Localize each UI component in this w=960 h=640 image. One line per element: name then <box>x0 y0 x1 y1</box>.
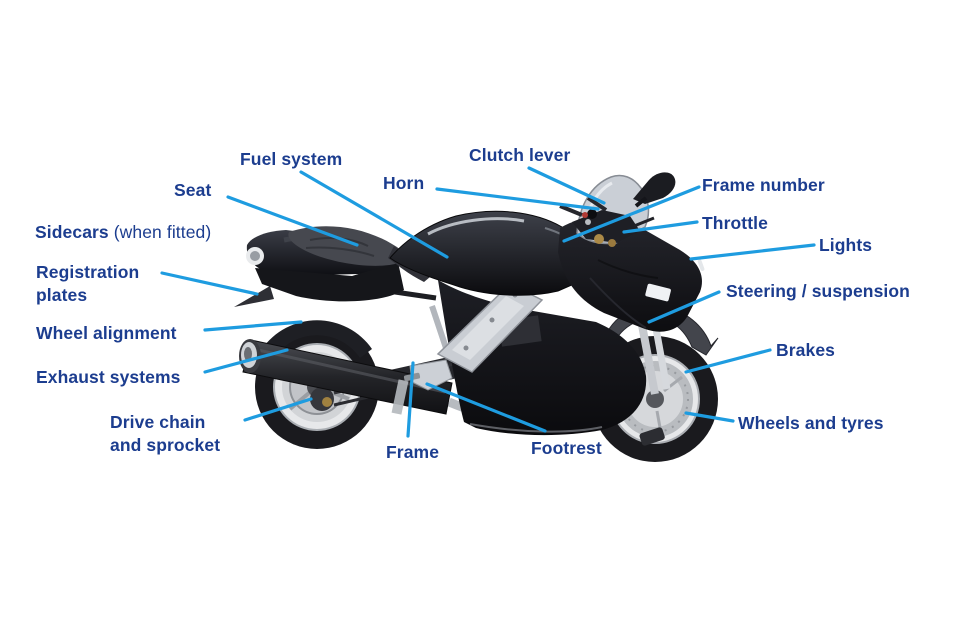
leader-line-horn <box>435 187 600 211</box>
part-label-line: Frame number <box>702 174 825 197</box>
part-label-line: Frame <box>386 441 439 464</box>
part-label-wheel-alignment: Wheel alignment <box>36 322 177 345</box>
part-label-sidecars: Sidecars (when fitted) <box>35 221 211 244</box>
part-label-horn: Horn <box>383 172 424 195</box>
part-label-frame-number: Frame number <box>702 174 825 197</box>
leader-line-exhaust-systems <box>203 348 289 374</box>
clutch-lever-part <box>559 204 583 217</box>
rear-fender-spike <box>234 286 274 307</box>
part-label-text: Fuel system <box>240 149 343 169</box>
part-label-text: (when fitted) <box>108 222 212 242</box>
part-label-text: Wheel alignment <box>36 323 177 343</box>
leader-line-lights <box>689 243 816 261</box>
leader-line-seat <box>226 195 359 247</box>
part-label-text: Exhaust systems <box>36 367 181 387</box>
part-label-exhaust-systems: Exhaust systems <box>36 366 181 389</box>
part-label-line: plates <box>36 284 139 307</box>
leader-line-wheel-alignment <box>203 320 303 332</box>
part-label-line: Steering / suspension <box>726 280 910 303</box>
leader-line-footrest <box>425 382 547 433</box>
part-label-registration-plates: Registration plates <box>36 261 139 307</box>
headlight-mark <box>645 283 671 302</box>
leader-line-wheels-and-tyres <box>684 411 735 423</box>
part-label-line: Brakes <box>776 339 835 362</box>
part-label-line: and sprocket <box>110 434 220 457</box>
part-label-line: Registration <box>36 261 139 284</box>
leader-line-brakes <box>684 348 772 374</box>
part-label-brakes: Brakes <box>776 339 835 362</box>
leader-line-throttle <box>622 220 699 234</box>
part-label-text: Lights <box>819 235 873 255</box>
leader-line-frame-number <box>562 185 701 243</box>
part-label-text: Brakes <box>776 340 835 360</box>
mirror <box>633 172 676 208</box>
nose-light-slit <box>697 259 705 271</box>
brake-lever-part <box>586 196 608 212</box>
front-fairing <box>558 216 705 332</box>
part-label-line: Wheels and tyres <box>738 412 884 435</box>
part-label-text: Throttle <box>702 213 768 233</box>
leader-line-frame <box>406 361 415 438</box>
part-label-clutch-lever: Clutch lever <box>469 144 570 167</box>
part-label-line: Lights <box>819 234 872 257</box>
part-label-text: Drive chain <box>110 412 206 432</box>
rear-shock <box>429 305 449 349</box>
part-label-footrest: Footrest <box>531 437 602 460</box>
part-label-seat: Seat <box>174 179 211 202</box>
part-label-line: Seat <box>174 179 211 202</box>
part-label-line: Wheel alignment <box>36 322 177 345</box>
part-label-frame: Frame <box>386 441 439 464</box>
sprocket-nut <box>322 397 332 407</box>
leader-line-clutch-lever <box>527 166 606 205</box>
part-label-fuel-system: Fuel system <box>240 148 342 171</box>
leader-line-drive-chain-sprocket <box>243 397 313 422</box>
part-label-text: and sprocket <box>110 435 221 455</box>
brake-caliper <box>639 427 665 446</box>
part-label-text: Registration <box>36 262 140 282</box>
part-label-text: Frame <box>386 442 440 462</box>
leader-line-registration-plates <box>160 271 259 296</box>
part-label-text: plates <box>36 285 88 305</box>
front-wheel <box>592 336 718 462</box>
part-label-line: Exhaust systems <box>36 366 181 389</box>
part-label-line: Sidecars (when fitted) <box>35 221 211 244</box>
leader-line-fuel-system <box>299 170 449 259</box>
part-label-line: Horn <box>383 172 424 195</box>
part-label-wheels-and-tyres: Wheels and tyres <box>738 412 884 435</box>
part-label-line: Throttle <box>702 212 768 235</box>
part-label-text: Steering / suspension <box>726 281 910 301</box>
part-label-text: Frame number <box>702 175 825 195</box>
part-label-text: Sidecars <box>35 222 109 242</box>
part-label-line: Clutch lever <box>469 144 570 167</box>
part-label-throttle: Throttle <box>702 212 768 235</box>
part-label-line: Drive chain <box>110 411 220 434</box>
part-label-text: Clutch lever <box>469 145 571 165</box>
leader-line-steering-suspension <box>647 290 721 324</box>
part-label-line: Footrest <box>531 437 602 460</box>
part-label-text: Footrest <box>531 438 602 458</box>
part-label-line: Fuel system <box>240 148 342 171</box>
part-label-lights: Lights <box>819 234 872 257</box>
part-label-steering-suspension: Steering / suspension <box>726 280 910 303</box>
part-label-text: Seat <box>174 180 212 200</box>
part-label-drive-chain-sprocket: Drive chain and sprocket <box>110 411 220 457</box>
part-label-text: Wheels and tyres <box>738 413 884 433</box>
part-label-text: Horn <box>383 173 425 193</box>
rear-mudguard <box>262 320 372 358</box>
